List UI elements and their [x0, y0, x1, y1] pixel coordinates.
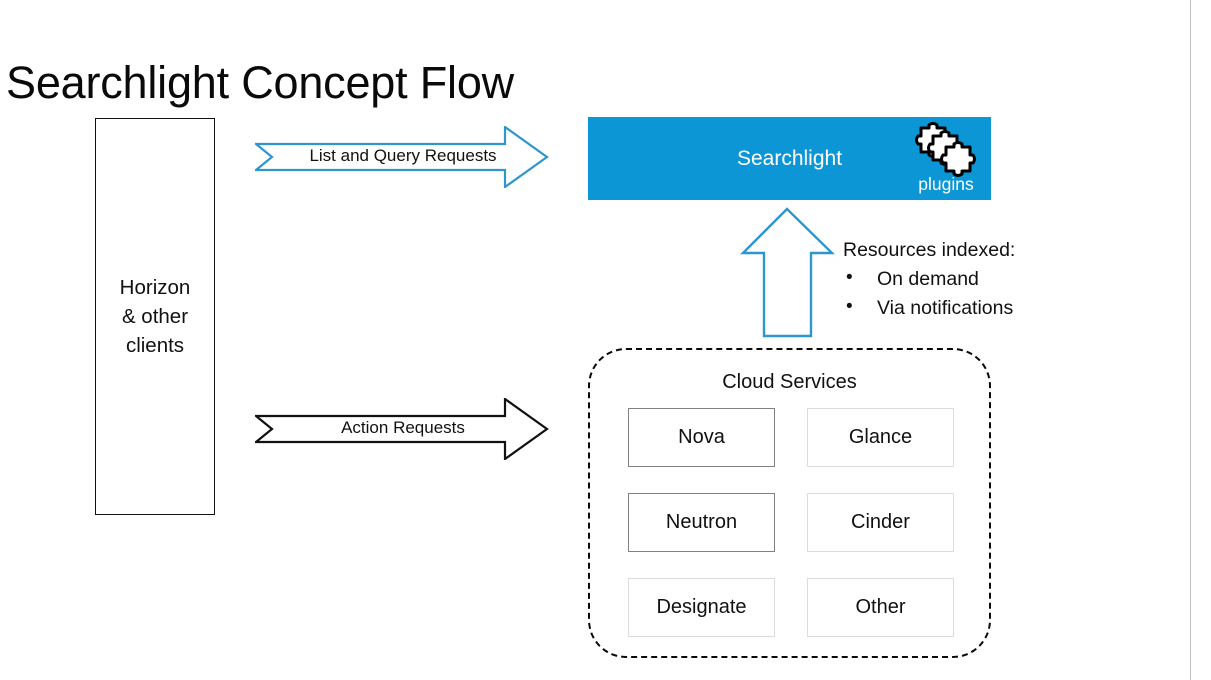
- resources-indexed-block: Resources indexed: On demand Via notific…: [843, 239, 1016, 326]
- resources-indexed-list: On demand Via notifications: [843, 266, 1015, 320]
- plugins-label: plugins: [918, 174, 974, 194]
- clients-box[interactable]: Horizon & other clients: [95, 118, 215, 515]
- list-item: Via notifications: [843, 296, 1015, 319]
- clients-label: Horizon & other clients: [119, 275, 191, 358]
- service-box-nova[interactable]: Nova: [628, 408, 775, 467]
- action-requests-label: Action Requests: [341, 418, 465, 437]
- service-box-cinder[interactable]: Cinder: [807, 493, 954, 552]
- service-box-neutron[interactable]: Neutron: [628, 493, 775, 552]
- service-box-glance[interactable]: Glance: [807, 408, 954, 467]
- service-box-designate[interactable]: Designate: [628, 578, 775, 637]
- indexing-up-arrow[interactable]: [740, 205, 836, 340]
- list-and-query-requests-arrow[interactable]: [255, 126, 550, 188]
- list-item: On demand: [843, 266, 1015, 290]
- searchlight-banner[interactable]: Searchlight plugins: [588, 117, 991, 200]
- action-requests-arrow[interactable]: [255, 398, 550, 460]
- searchlight-title: Searchlight: [736, 146, 843, 170]
- service-box-other[interactable]: Other: [807, 578, 954, 637]
- cloud-services-container: [588, 348, 991, 658]
- puzzle-pieces-icon: [915, 122, 976, 177]
- cloud-services-grid: Nova Glance Neutron Cinder Designate Oth…: [628, 408, 954, 637]
- list-and-query-requests-label: List and Query Requests: [309, 146, 497, 165]
- plugins-group: plugins: [903, 120, 989, 200]
- page-title: Searchlight Concept Flow: [6, 57, 514, 108]
- cloud-services-title: Cloud Services: [722, 371, 857, 393]
- resources-indexed-heading: Resources indexed:: [843, 239, 1016, 261]
- slide-right-edge: [1190, 0, 1191, 680]
